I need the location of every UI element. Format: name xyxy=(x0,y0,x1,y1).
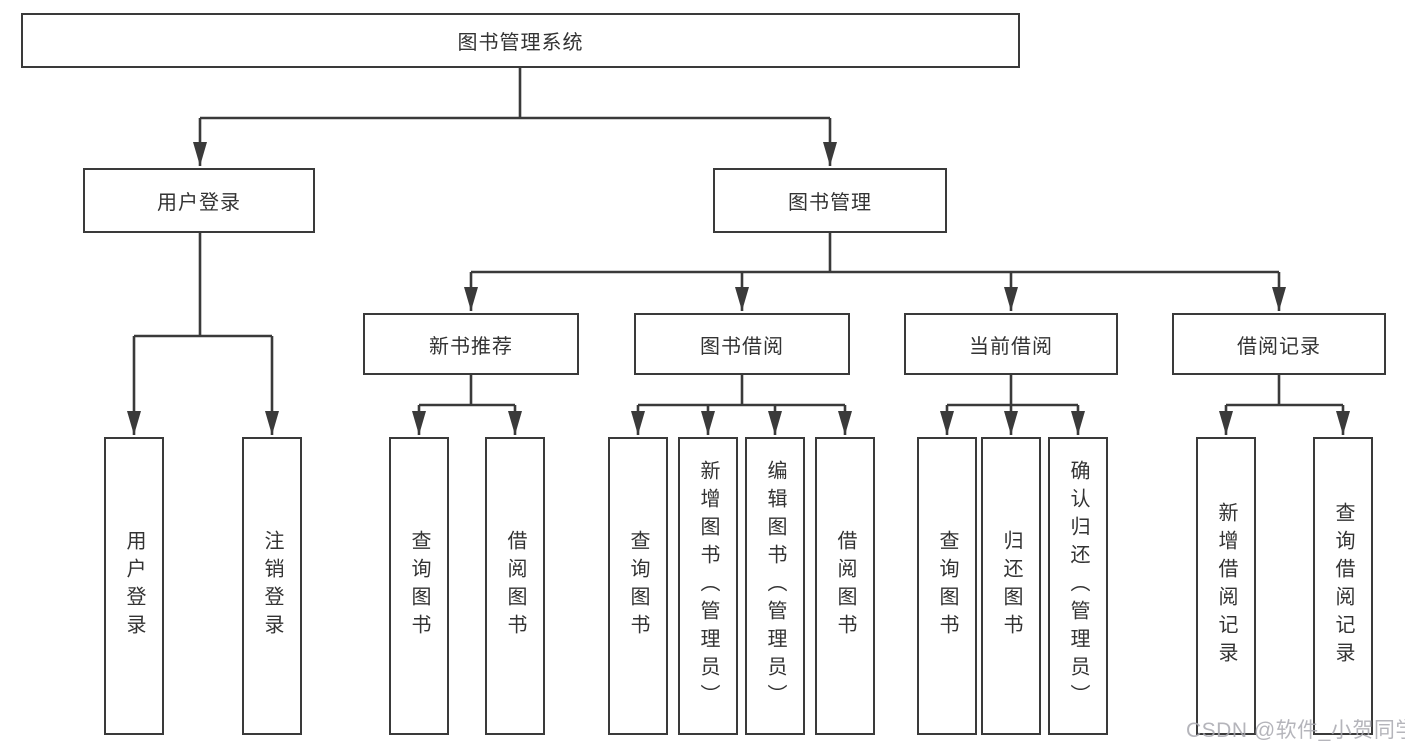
node-book-management: 图书管理 xyxy=(713,168,947,233)
node-user-login: 用户登录 xyxy=(83,168,315,233)
leaf-edit-book-admin: 编辑图书（管理员） xyxy=(745,437,805,735)
leaf-borrow-books-1: 借阅图书 xyxy=(485,437,545,735)
leaf-return-book: 归还图书 xyxy=(981,437,1041,735)
node-borrow-records: 借阅记录 xyxy=(1172,313,1386,375)
leaf-user-login: 用户登录 xyxy=(104,437,164,735)
leaf-query-books-3: 查询图书 xyxy=(917,437,977,735)
leaf-add-borrow-record: 新增借阅记录 xyxy=(1196,437,1256,735)
node-root: 图书管理系统 xyxy=(21,13,1020,68)
node-current-borrow: 当前借阅 xyxy=(904,313,1118,375)
connector-trunks xyxy=(134,68,1343,407)
leaf-query-borrow-record: 查询借阅记录 xyxy=(1313,437,1373,735)
watermark: CSDN @软件_小贺同学 xyxy=(1186,719,1405,742)
leaf-borrow-books-2: 借阅图书 xyxy=(815,437,875,735)
node-new-book-recommend: 新书推荐 xyxy=(363,313,579,375)
leaf-add-book-admin: 新增图书（管理员） xyxy=(678,437,738,735)
leaf-logout: 注销登录 xyxy=(242,437,302,735)
leaf-query-books-2: 查询图书 xyxy=(608,437,668,735)
leaf-query-books-1: 查询图书 xyxy=(389,437,449,735)
node-book-borrow: 图书借阅 xyxy=(634,313,850,375)
leaf-confirm-return-admin: 确认归还（管理员） xyxy=(1048,437,1108,735)
